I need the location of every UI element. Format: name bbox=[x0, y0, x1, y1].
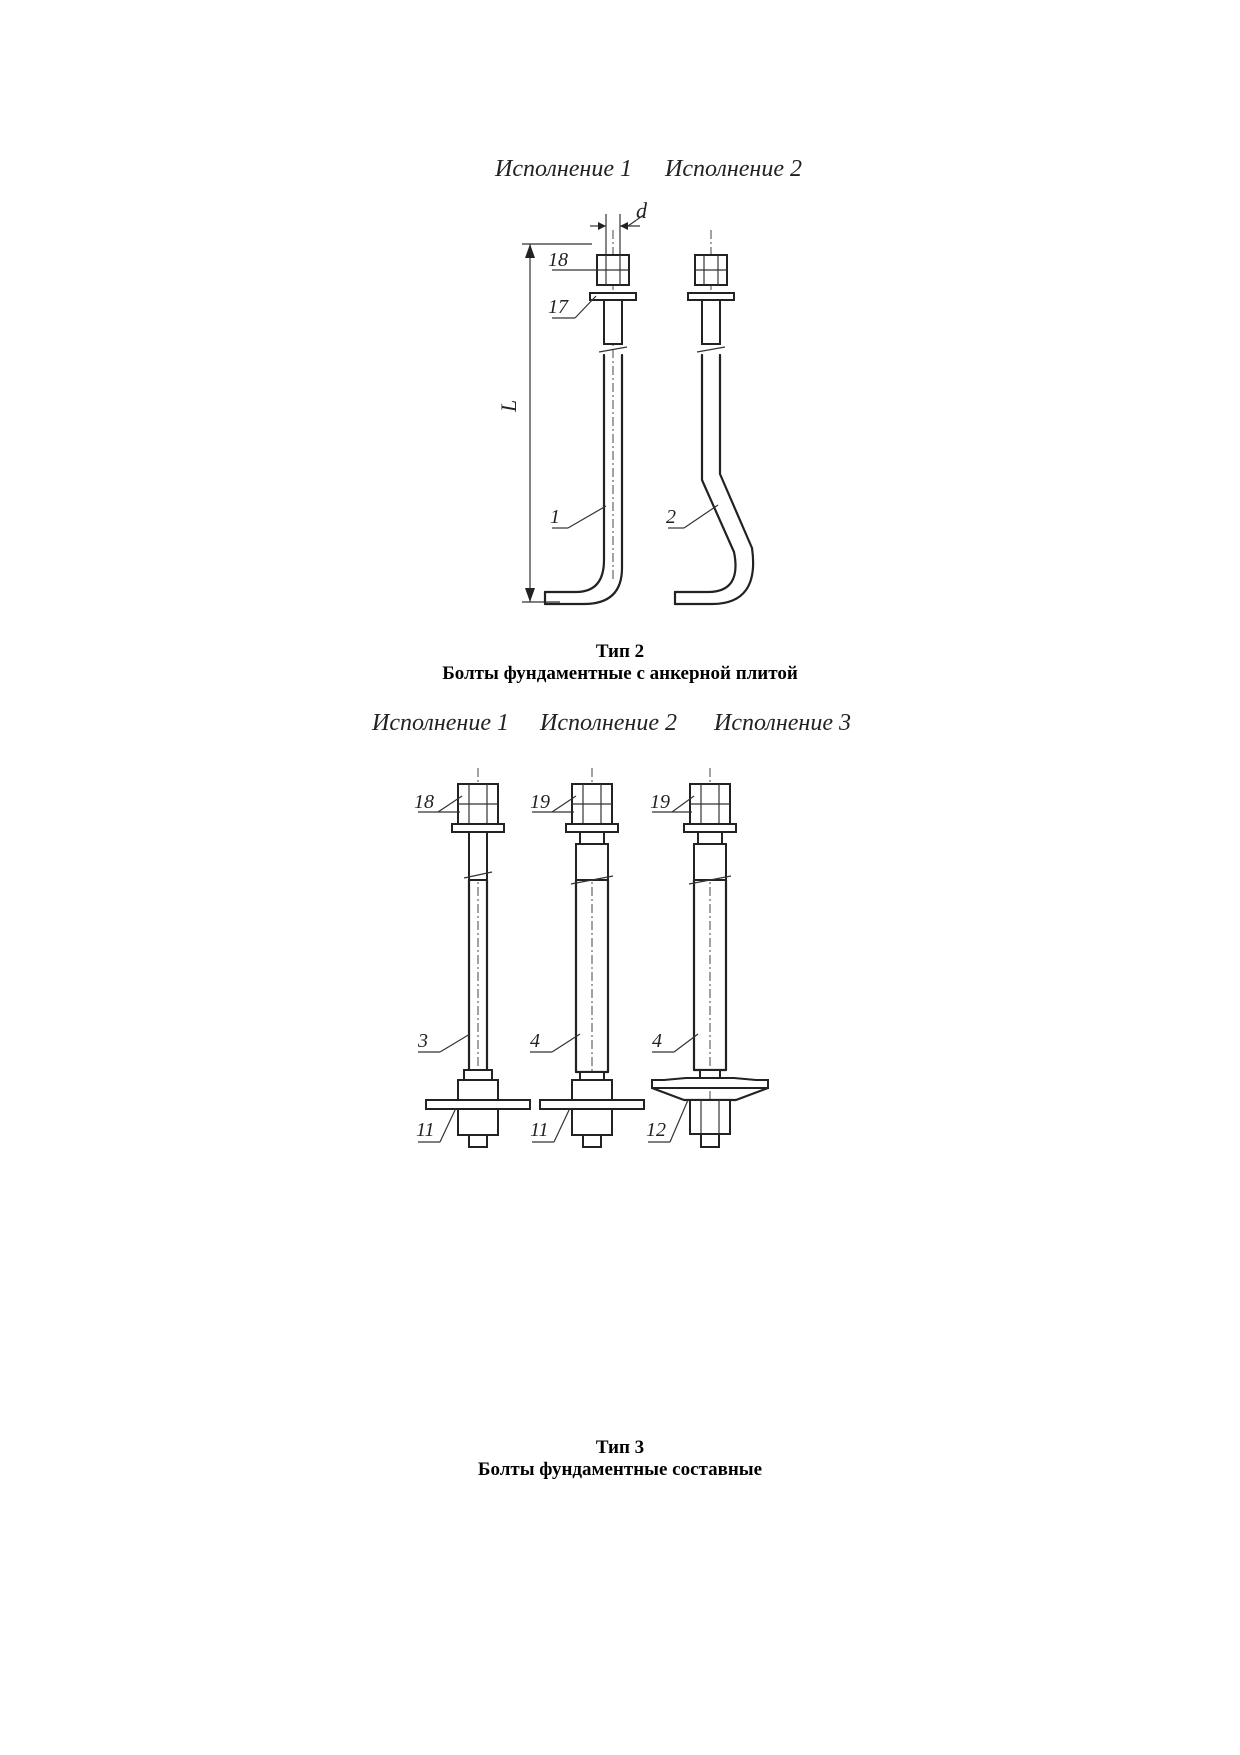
caption-type2-subtitle: Болты фундаментные с анкерной плитой bbox=[442, 663, 798, 684]
caption-type2-title: Тип 2 bbox=[595, 641, 645, 662]
fig2-heading-1: Исполнение 1 bbox=[371, 710, 509, 736]
figure-2: Исполнение 1 Исполнение 2 Исполнение 3 bbox=[371, 710, 851, 1148]
dimension-d: d bbox=[590, 198, 648, 260]
callout-17: 17 bbox=[548, 296, 569, 318]
fig2-heading-3: Исполнение 3 bbox=[713, 710, 851, 736]
caption-type2: Тип 2 Болты фундаментные с анкерной плит… bbox=[0, 641, 1240, 685]
callout-bottom-1: 11 bbox=[416, 1119, 435, 1141]
callout-mid-1: 3 bbox=[417, 1030, 428, 1052]
callout-mid-2: 4 bbox=[530, 1030, 540, 1052]
anchor-bolt-exec1 bbox=[425, 768, 531, 1148]
figure-1: Исполнение 1 Исполнение 2 d L bbox=[494, 156, 802, 606]
callout-top-3: 19 bbox=[650, 791, 670, 813]
callout-bottom-3: 12 bbox=[646, 1119, 666, 1141]
dim-L-label: L bbox=[496, 400, 521, 413]
bolt-exec2 bbox=[673, 230, 755, 606]
callout-bottom-2: 11 bbox=[530, 1119, 549, 1141]
caption-type3-title: Тип 3 bbox=[595, 1437, 645, 1458]
caption-type3-subtitle: Болты фундаментные составные bbox=[477, 1459, 763, 1480]
callout-2: 2 bbox=[666, 506, 676, 528]
fig2-callouts: 18 19 19 3 4 4 11 11 12 bbox=[414, 791, 699, 1143]
callout-top-2: 19 bbox=[530, 791, 550, 813]
fig1-heading-left: Исполнение 1 bbox=[494, 156, 632, 182]
callout-1: 1 bbox=[550, 506, 560, 528]
callout-18: 18 bbox=[548, 249, 568, 271]
dim-d-label: d bbox=[636, 198, 648, 223]
caption-type3: Тип 3 Болты фундаментные составные bbox=[0, 1437, 1240, 1481]
fig2-heading-2: Исполнение 2 bbox=[539, 710, 677, 736]
fig1-callouts: 18 17 1 2 bbox=[548, 249, 719, 529]
dimension-L: L bbox=[496, 243, 592, 603]
callout-mid-3: 4 bbox=[652, 1030, 662, 1052]
fig1-heading-right: Исполнение 2 bbox=[664, 156, 802, 182]
bolt-exec1 bbox=[543, 230, 637, 606]
callout-top-1: 18 bbox=[414, 791, 434, 813]
anchor-bolt-exec3 bbox=[650, 768, 770, 1148]
anchor-bolt-exec2 bbox=[539, 768, 645, 1148]
